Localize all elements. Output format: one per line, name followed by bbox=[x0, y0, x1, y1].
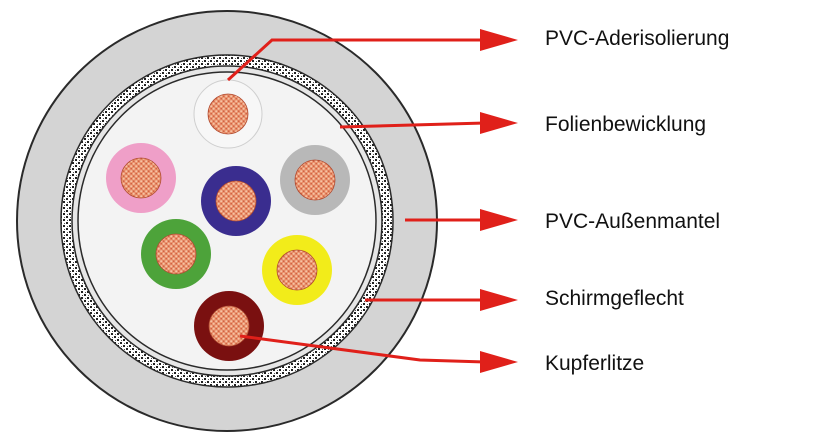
leader-lines bbox=[226, 29, 518, 373]
grey-core bbox=[280, 145, 350, 215]
pink-core bbox=[106, 143, 176, 213]
copper-strand bbox=[276, 249, 318, 291]
yellow-core bbox=[262, 235, 332, 305]
copper-strand bbox=[207, 93, 249, 135]
copper-strand bbox=[215, 180, 257, 222]
cores-group bbox=[106, 79, 350, 361]
copper-strand bbox=[294, 159, 336, 201]
arrowhead-shield-braid bbox=[480, 289, 518, 311]
label-copper-strand: Kupferlitze bbox=[545, 352, 644, 375]
brown-core bbox=[194, 291, 264, 361]
leader-core-insulation bbox=[226, 38, 485, 82]
arrowhead-copper-strand bbox=[480, 351, 518, 373]
copper-strand bbox=[208, 305, 250, 347]
arrowhead-outer-jacket bbox=[480, 209, 518, 231]
labels-group: PVC-Aderisolierung Folienbewicklung PVC-… bbox=[545, 27, 729, 375]
label-shield-braid: Schirmgeflecht bbox=[545, 287, 684, 310]
leader-foil-wrap bbox=[339, 121, 486, 129]
copper-strand bbox=[155, 233, 197, 275]
copper-strand bbox=[120, 157, 162, 199]
label-foil-wrap: Folienbewicklung bbox=[545, 113, 706, 136]
arrowhead-core-insulation bbox=[480, 29, 518, 51]
arrowhead-foil-wrap bbox=[480, 112, 518, 134]
label-outer-jacket: PVC-Außenmantel bbox=[545, 210, 720, 233]
leader-copper-strand bbox=[239, 334, 486, 364]
label-core-insulation: PVC-Aderisolierung bbox=[545, 27, 729, 50]
white-core bbox=[193, 79, 263, 149]
green-core bbox=[141, 219, 211, 289]
violet-core bbox=[201, 166, 271, 236]
